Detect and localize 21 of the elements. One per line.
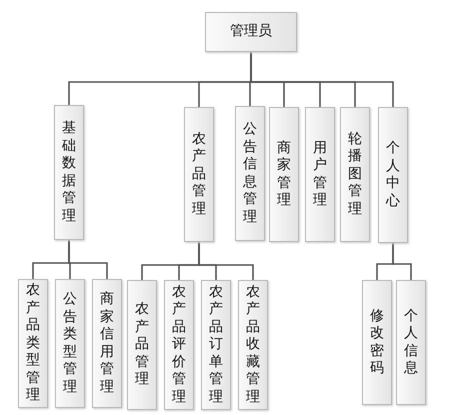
module-box: 农产品评价管理 xyxy=(164,280,194,410)
module-box: 农产品订单管理 xyxy=(201,280,231,410)
module-box: 农产品类型管理 xyxy=(18,279,48,408)
module-box: 公告信息管理 xyxy=(235,106,265,241)
module-box: 修改密码 xyxy=(362,280,392,405)
root-box: 管理员 xyxy=(205,12,297,52)
connector-line xyxy=(68,240,108,279)
module-box: 商家信用管理 xyxy=(92,279,122,408)
connector-line xyxy=(198,242,254,280)
connector-line xyxy=(250,52,394,107)
module-box: 农产品管理 xyxy=(184,107,214,242)
connector-line xyxy=(392,243,412,280)
module-box: 基础数据管理 xyxy=(54,105,84,240)
module-box: 轮播图管理 xyxy=(340,107,370,242)
module-box: 公告类型管理 xyxy=(55,279,85,408)
module-box: 个人中心 xyxy=(378,107,408,243)
module-box: 农产品收藏管理 xyxy=(238,280,268,410)
module-box: 农产品管理 xyxy=(127,280,157,410)
module-box: 商家管理 xyxy=(269,107,299,242)
module-box: 个人信息 xyxy=(396,280,426,405)
module-box: 用户管理 xyxy=(305,107,335,242)
